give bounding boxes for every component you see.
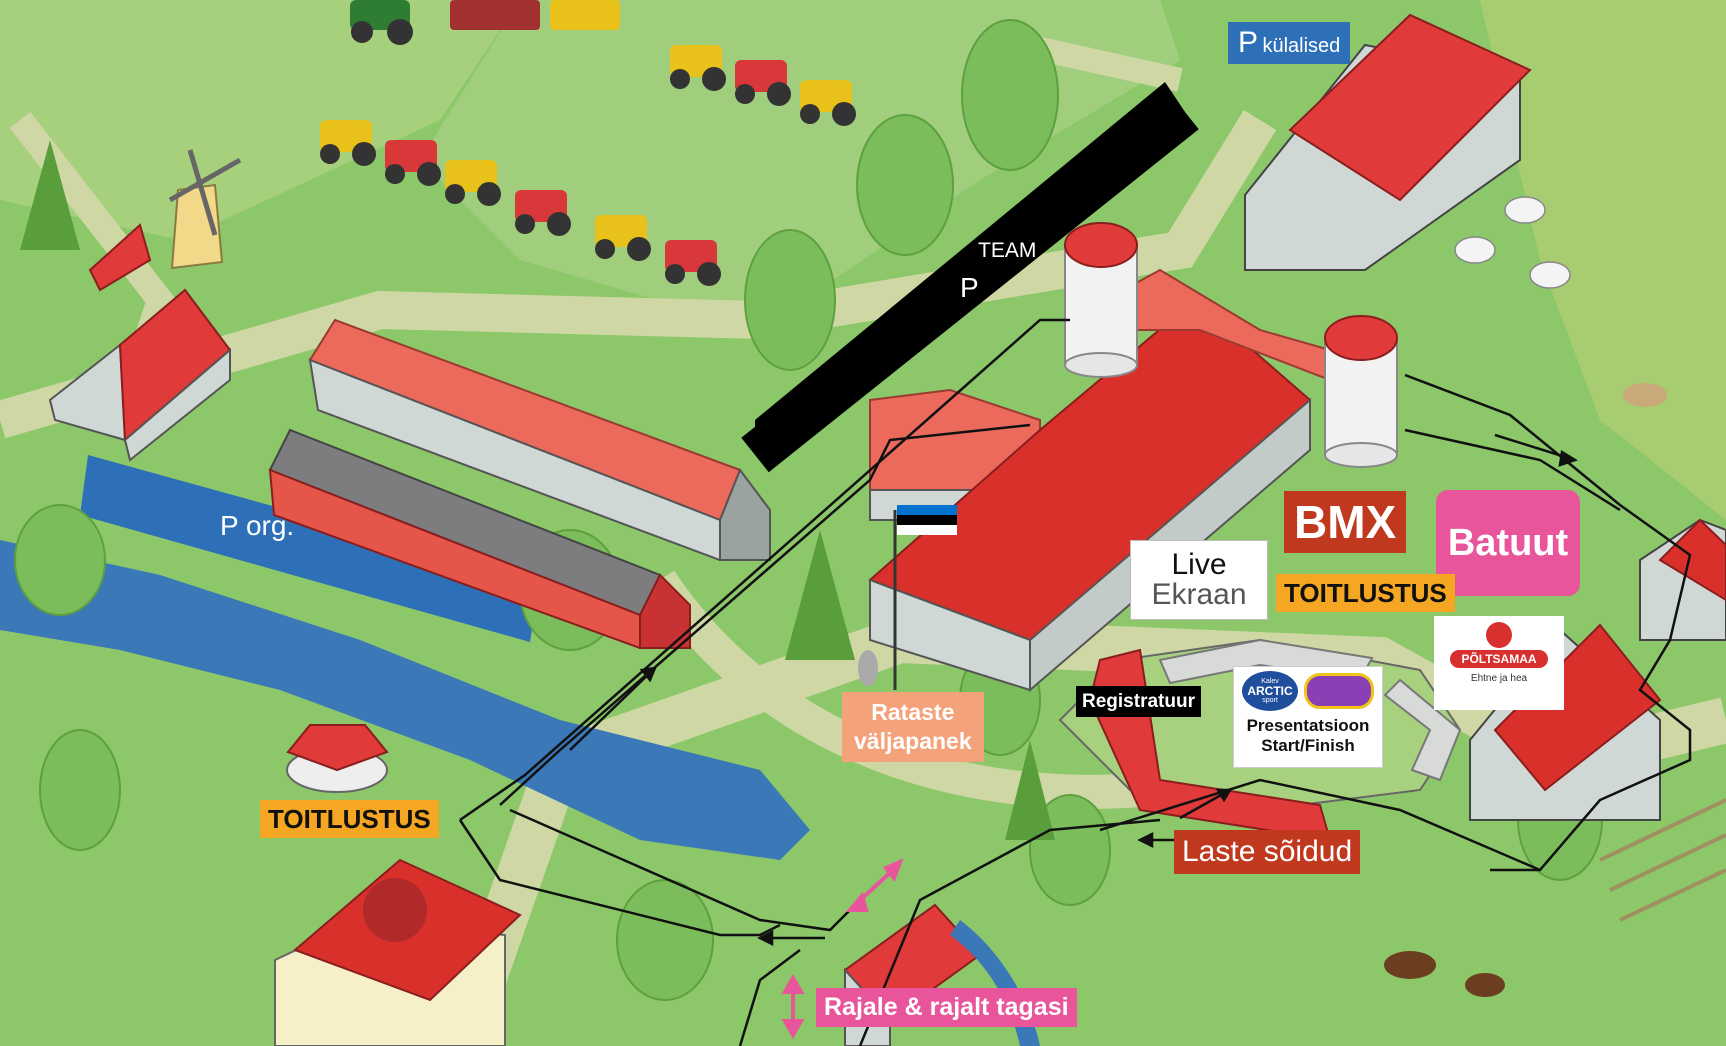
river: [0, 540, 810, 860]
pink-arrows: [781, 858, 904, 1040]
team-parking-p: P: [960, 272, 979, 303]
arctic-main-text: ARCTIC: [1247, 684, 1293, 698]
candy-logo: [1304, 673, 1374, 709]
bmx-label: BMX: [1284, 491, 1407, 553]
parking-guests-label: P külalised: [1228, 22, 1351, 64]
statue: [858, 650, 878, 686]
batuut-label: Batuut: [1436, 490, 1580, 596]
to-and-from-track-label: Rajale & rajalt tagasi: [816, 988, 1077, 1027]
long-barn-south: [268, 428, 691, 650]
tractors: [320, 0, 856, 286]
estonian-flag: [893, 505, 957, 690]
windmill: [168, 149, 242, 270]
live-line2: Ekraan: [1151, 578, 1247, 611]
silo-west: [1064, 222, 1138, 378]
poltsamaa-tagline: Ehtne ja hea: [1470, 673, 1528, 684]
bike-display-label: Rataste väljapanek: [842, 692, 984, 762]
live-screen-label: Live Ekraan: [1130, 540, 1268, 620]
parking-guests-p: P: [1238, 26, 1259, 59]
direction-arrows: [569, 433, 1578, 947]
goat: [1623, 383, 1667, 407]
race-track: [458, 318, 1692, 1046]
toitlustus-center-label: TOITLUSTUS: [1276, 574, 1455, 612]
sheep: [1454, 196, 1571, 289]
barn-northeast: [1244, 13, 1532, 271]
building-west: [48, 223, 232, 462]
silo-east: [1324, 315, 1398, 468]
start-finish-text: Start/Finish: [1261, 736, 1355, 755]
rataste-line2: väljapanek: [854, 727, 972, 754]
registration-label: Registratuur: [1076, 686, 1201, 717]
arctic-small-text: Kalev: [1261, 678, 1279, 685]
team-label: TEAM: [978, 239, 1037, 262]
live-line1: Live: [1171, 548, 1227, 581]
poltsamaa-name: PÕLTSAMAA: [1450, 650, 1548, 668]
long-barn-north: [308, 318, 771, 562]
manor-house: [274, 858, 522, 1046]
parking-guests-text: külalised: [1262, 35, 1341, 57]
poltsamaa-logo: PÕLTSAMAA Ehtne ja hea: [1434, 616, 1564, 710]
kids-rides-label: Laste sõidud: [1174, 830, 1361, 874]
apple-icon: [1486, 622, 1512, 648]
field-rows: [1599, 798, 1726, 922]
horses: [1384, 951, 1505, 997]
team-parking-strip-body: [741, 94, 1199, 473]
toitlustus-left-label: TOITLUSTUS: [260, 800, 439, 838]
parking-org-strip: [80, 455, 540, 642]
gazebo: [286, 724, 389, 793]
presentation-card: Kalev ARCTIC sport Presentatsioon Start/…: [1233, 666, 1383, 768]
conifers: [20, 140, 1055, 840]
arctic-sub-text: sport: [1262, 697, 1278, 704]
rataste-line1: Rataste: [871, 699, 955, 725]
arctic-sport-logo: Kalev ARCTIC sport: [1242, 671, 1298, 711]
presentation-text: Presentatsioon: [1246, 716, 1370, 735]
parking-org-label: P org.: [220, 510, 295, 541]
barn-main: [868, 268, 1331, 693]
